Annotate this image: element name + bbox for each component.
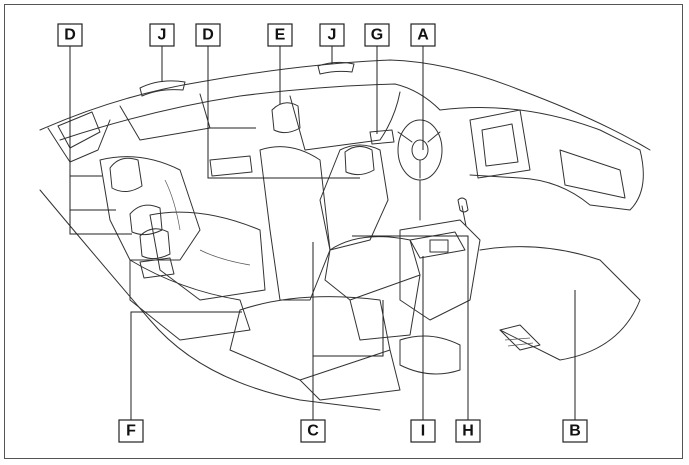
label-I: I	[410, 419, 436, 443]
label-J-right-text: J	[328, 27, 337, 44]
leader-lines	[69, 46, 576, 420]
label-F-text: F	[126, 423, 136, 440]
label-G-text: G	[371, 27, 383, 44]
label-B-text: B	[569, 423, 581, 440]
label-A: A	[410, 23, 436, 47]
label-D-middle-text: D	[202, 27, 214, 44]
label-D-left: D	[57, 23, 83, 47]
diagram-frame	[4, 4, 683, 459]
label-H: H	[455, 419, 481, 443]
label-J-right: J	[319, 23, 345, 47]
vehicle-interior-illustration	[39, 59, 651, 411]
label-G: G	[364, 23, 390, 47]
label-E-text: E	[275, 27, 286, 44]
label-E: E	[267, 23, 293, 47]
label-D-left-text: D	[64, 27, 76, 44]
label-D-middle: D	[195, 23, 221, 47]
label-A-text: A	[417, 27, 429, 44]
label-J-left-text: J	[158, 27, 167, 44]
label-H-text: H	[462, 423, 474, 440]
label-F: F	[118, 419, 144, 443]
label-C-text: C	[307, 423, 319, 440]
label-I-text: I	[421, 423, 425, 440]
label-C: C	[300, 419, 326, 443]
label-B: B	[562, 419, 588, 443]
label-J-left: J	[149, 23, 175, 47]
